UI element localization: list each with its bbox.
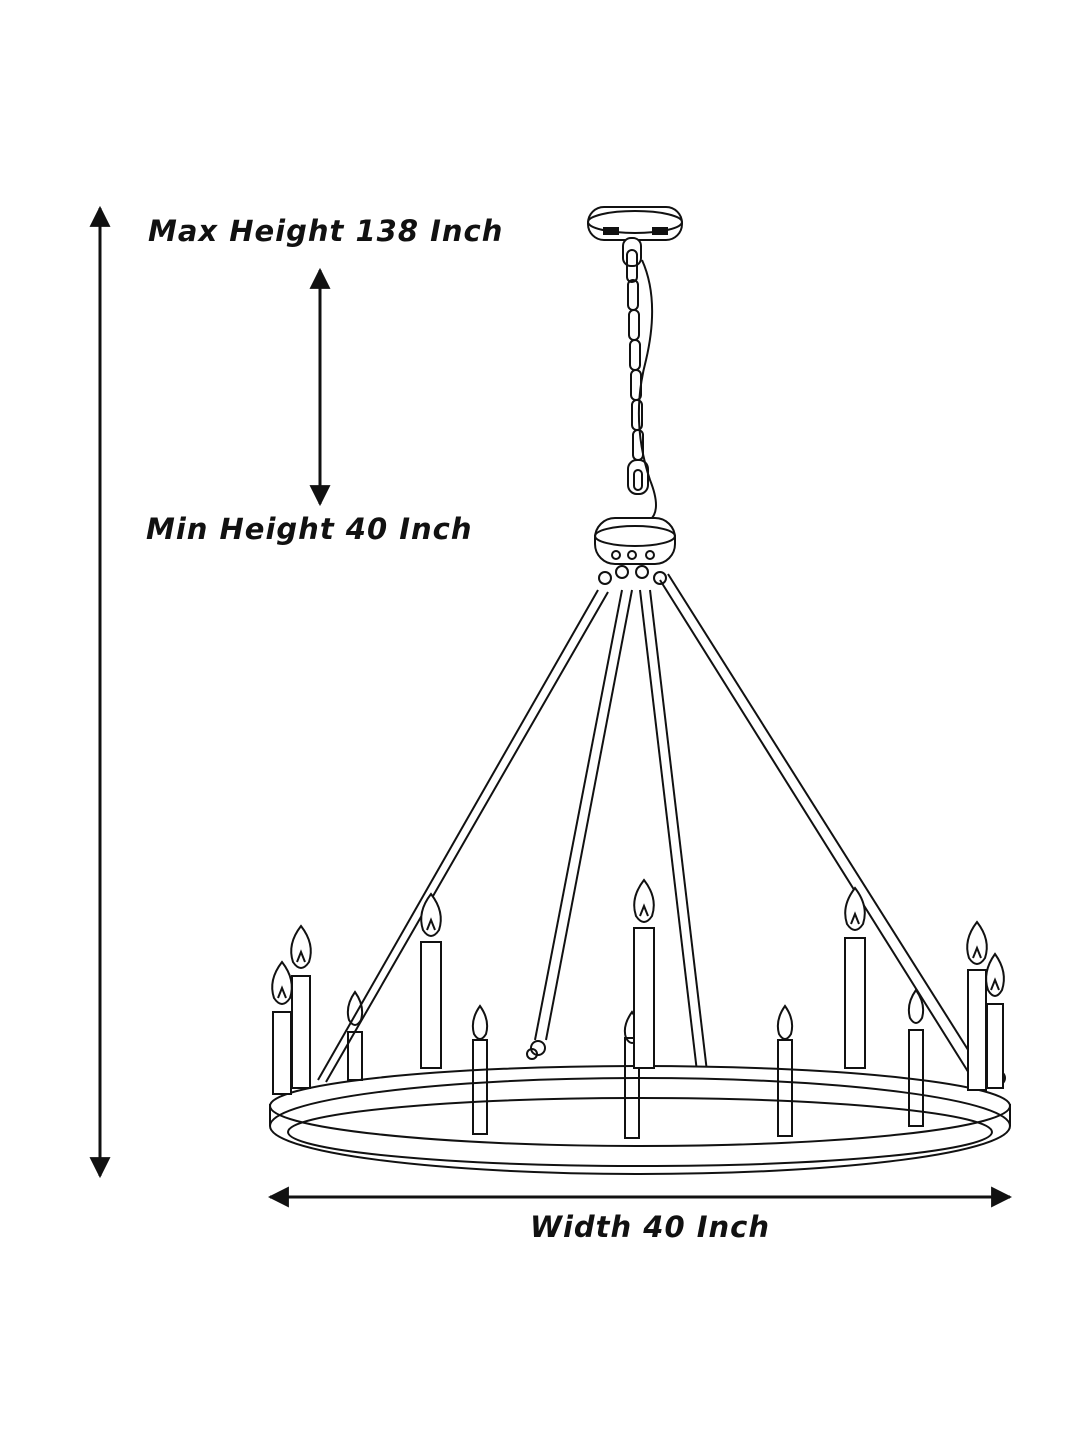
candle-icon [985, 952, 1005, 1089]
candle-icon [844, 886, 866, 1069]
min-height-label: Min Height 40 Inch [146, 512, 473, 546]
chandelier-drawing [269, 206, 1011, 1175]
candle-icon [776, 1004, 794, 1137]
candle-icon [471, 1004, 489, 1135]
candle-icon [290, 924, 312, 1089]
candle-icon [966, 920, 988, 1091]
candle-icon [420, 892, 442, 1069]
front-candles [271, 878, 1005, 1095]
candle-icon [271, 960, 293, 1095]
chain-icon [622, 237, 657, 521]
width-label: Width 40 Inch [530, 1210, 771, 1244]
max-height-label: Max Height 138 Inch [148, 214, 504, 248]
candle-icon [633, 878, 655, 1069]
candle-icon [346, 990, 364, 1081]
ceiling-canopy-icon [587, 206, 683, 241]
support-rods [317, 573, 1006, 1133]
back-candles [346, 988, 925, 1139]
candle-icon [907, 988, 925, 1127]
center-hub-icon [594, 517, 676, 585]
